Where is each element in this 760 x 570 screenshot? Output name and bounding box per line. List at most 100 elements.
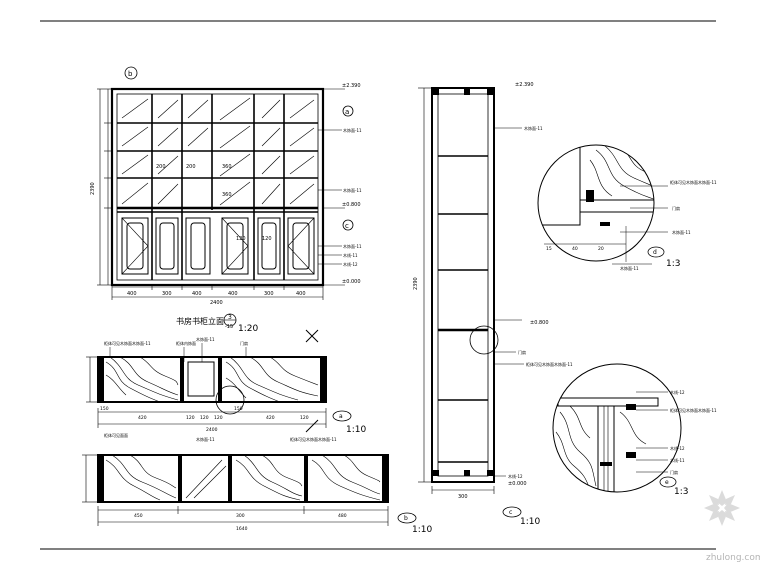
plan-dim-8: 120 (300, 415, 309, 421)
note-1: 木饰面-11 (343, 127, 362, 133)
section-marker-c-elevation: c (345, 222, 349, 230)
level-top: ±2.390 (342, 83, 361, 89)
watermark-logo (704, 490, 740, 526)
elevation-b-marker: b (397, 512, 417, 524)
plan-scale: 1:10 (346, 425, 366, 435)
inner-dim-1: 200 (156, 164, 166, 170)
elevation-callout-sheet: -15 (225, 324, 233, 330)
elevation-b-dim-total: 1640 (236, 526, 248, 532)
svg-text:c: c (509, 509, 512, 516)
detail-d: 15 40 20 柜体可见木饰面木饰面-11 门扇 木饰面-11 木饰面-11 … (537, 144, 717, 271)
elevation-scale: 1:20 (238, 324, 258, 334)
svg-text:b: b (128, 70, 133, 78)
elevation-title: 书房书柜立面 (176, 316, 224, 326)
detail-d-dim-3: 20 (598, 246, 604, 252)
section-c-label-4: 木线-12 (508, 473, 523, 479)
note-3: 木饰面-11 (343, 243, 362, 249)
plan-detail-bubble (215, 385, 245, 415)
detail-e-label-2: 柜体可见木饰面木饰面-11 (670, 407, 717, 413)
detail-e-label-3: 木线-12 (670, 445, 685, 451)
elevation-b-dim-3: 480 (338, 513, 347, 519)
plan-dim-total: 2400 (206, 427, 218, 433)
detail-d-marker: d (647, 246, 665, 258)
cabinet-inner-outline (116, 93, 319, 281)
section-c-outline (431, 87, 495, 483)
plan-dimension-lines (86, 356, 327, 428)
plan-wood-grain (105, 356, 319, 403)
section-c-width: 300 (458, 494, 468, 500)
section-c-level-floor: ±0.000 (508, 481, 527, 487)
plan-dim-5: 120 (214, 415, 223, 421)
detail-d-label-1: 柜体可见木饰面木饰面-11 (670, 179, 717, 185)
inner-dim-6: 120 (262, 236, 272, 242)
elevation-dimension-lines (97, 88, 345, 300)
section-c-shelves (438, 155, 488, 463)
detail-d-label-4: 木饰面-11 (620, 265, 639, 271)
svg-text:a: a (339, 413, 343, 420)
detail-d-dim-1: 15 (546, 246, 552, 252)
inner-dim-4: 360 (222, 192, 232, 198)
section-c-marker: c (502, 506, 522, 518)
section-c-label-1: 木饰面-11 (524, 125, 543, 131)
elevation-b-posts (98, 455, 388, 502)
detail-e: 木线-12 柜体可见木饰面木饰面-11 木线-12 木线-11 门扇 e 1:3 (552, 363, 717, 497)
plan-dim-2: 420 (138, 415, 147, 421)
cabinet-outline (110, 87, 325, 287)
elevation-b-dimension-lines (82, 454, 389, 526)
front-elevation: 400 300 400 400 300 400 2400 2390 200 20… (90, 66, 362, 334)
detail-e-label-1: 木线-12 (670, 389, 685, 395)
plan-section-a: 150 420 120 120 120 150 420 120 2400 柜体可… (86, 329, 366, 435)
watermark-text: zhulong.com (706, 553, 760, 563)
section-c-dims (418, 87, 495, 494)
plan-label-3: 木饰面-11 (196, 336, 215, 342)
svg-text:b: b (404, 515, 408, 522)
svg-text:e: e (665, 479, 669, 486)
elevation-dim-bottom-3: 400 (192, 291, 202, 297)
elevation-dim-height: 2390 (90, 182, 96, 195)
detail-e-scale: 1:3 (674, 487, 688, 497)
section-c-detail-bubble (469, 325, 499, 355)
section-marker-a-elevation: a (342, 105, 354, 231)
section-c: 2390 300 ±2.390 ±0.800 ±0.000 木饰面-11 门扇 … (413, 82, 573, 527)
svg-text:a: a (345, 108, 349, 116)
detail-d-dim-2: 40 (572, 246, 578, 252)
lower-door-panels (121, 217, 315, 275)
note-2: 木饰面-11 (343, 187, 362, 193)
elevation-b-scale: 1:10 (412, 525, 432, 535)
detail-e-label-4: 木线-11 (670, 457, 685, 463)
elevation-callout-number: 3 (228, 314, 232, 321)
glass-hatch (121, 97, 315, 206)
inner-dim-5: 120 (236, 236, 246, 242)
cabinet-shelves (117, 122, 318, 213)
elevation-b-glass-lines (185, 459, 227, 499)
svg-text:d: d (653, 249, 657, 256)
elevation-b-dim-2: 300 (236, 513, 245, 519)
note-4: 木线-11 (343, 252, 358, 258)
svg-text:c: c (345, 222, 349, 230)
section-c-label-3: 柜体可见木饰面木饰面-11 (526, 361, 573, 367)
plan-label-1: 柜体可见木饰面木饰面-11 (104, 340, 151, 346)
elevation-leader-lines (318, 129, 342, 265)
detail-d-label-2: 门扇 (672, 205, 680, 211)
inner-dim-3: 360 (222, 164, 232, 170)
elevation-dim-total: 2400 (210, 300, 223, 306)
plan-leaders (109, 343, 247, 362)
section-c-label-2: 门扇 (518, 349, 526, 355)
note-5: 木线-12 (343, 261, 358, 267)
level-floor: ±0.000 (342, 279, 361, 285)
level-mid: ±0.800 (342, 202, 361, 208)
elevation-b-label-1: 柜体可见面面 (104, 432, 128, 438)
elevation-b-label-3: 柜体可见木饰面木饰面-11 (290, 436, 337, 442)
section-c-leaders (494, 127, 524, 477)
inner-dim-2: 200 (186, 164, 196, 170)
plan-dim-6: 150 (234, 406, 243, 412)
plan-dim-7: 420 (266, 415, 275, 421)
plan-posts (98, 357, 326, 402)
plan-outline (97, 356, 327, 403)
plan-dim-1: 150 (100, 406, 109, 412)
elevation-b-wood-grain (105, 454, 381, 501)
detail-e-label-5: 门扇 (670, 469, 678, 475)
plan-label-2: 柜体内饰面 (176, 340, 196, 346)
plan-door-box (187, 361, 215, 397)
plan-dim-4: 120 (200, 415, 209, 421)
